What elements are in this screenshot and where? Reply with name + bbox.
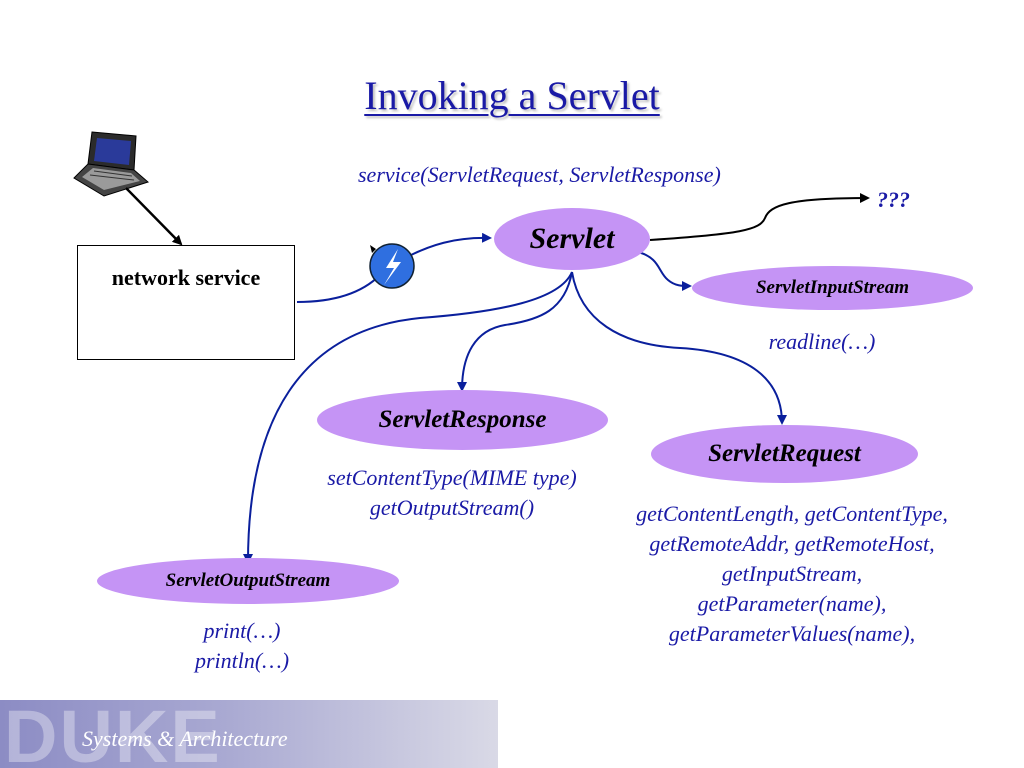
input-stream-methods: readline(…) — [742, 327, 902, 357]
thread-icon — [369, 243, 415, 289]
method-text: print(…) — [203, 618, 281, 643]
method-text: getRemoteAddr, getRemoteHost, — [649, 531, 935, 556]
laptop-connection-arrow — [125, 187, 183, 246]
request-methods: getContentLength, getContentType, getRem… — [602, 499, 982, 649]
laptop-icon — [73, 131, 150, 197]
unknown-output-arrow — [649, 193, 870, 241]
method-text: getParameterValues(name), — [668, 621, 916, 646]
input-stream-arrow — [637, 251, 692, 291]
network-service-label: network service — [111, 265, 261, 290]
service-call-label: service(ServletRequest, ServletResponse) — [358, 162, 721, 187]
method-text: getInputStream, — [721, 561, 863, 586]
footer-banner: DUKE Systems & Architecture — [0, 700, 498, 768]
footer-watermark: DUKE — [4, 700, 222, 768]
servlet-node: Servlet — [494, 208, 650, 270]
servlet-request-node: ServletRequest — [651, 425, 918, 483]
method-text: println(…) — [194, 648, 290, 673]
method-text: getOutputStream() — [369, 495, 535, 520]
slide-title: Invoking a Servlet — [364, 73, 660, 118]
request-arrow — [571, 271, 787, 425]
response-arrow — [457, 271, 573, 392]
servlet-node-label: Servlet — [529, 222, 615, 255]
servlet-input-stream-label: ServletInputStream — [755, 277, 910, 298]
method-text: getParameter(name), — [697, 591, 887, 616]
network-service-box — [77, 245, 295, 360]
unknown-label: ??? — [877, 187, 910, 212]
servlet-output-stream-node: ServletOutputStream — [97, 558, 399, 604]
servlet-response-label: ServletResponse — [378, 406, 547, 433]
output-stream-arrow — [243, 271, 573, 564]
response-methods: setContentType(MIME type) getOutputStrea… — [292, 463, 612, 523]
servlet-request-label: ServletRequest — [708, 440, 861, 467]
servlet-response-node: ServletResponse — [317, 390, 608, 450]
method-text: readline(…) — [768, 329, 876, 354]
footer-text: Systems & Architecture — [82, 726, 288, 751]
method-text: getContentLength, getContentType, — [636, 501, 948, 526]
method-text: setContentType(MIME type) — [327, 465, 577, 490]
servlet-input-stream-node: ServletInputStream — [692, 266, 973, 310]
output-stream-methods: print(…) println(…) — [162, 616, 322, 676]
servlet-output-stream-label: ServletOutputStream — [165, 570, 331, 591]
